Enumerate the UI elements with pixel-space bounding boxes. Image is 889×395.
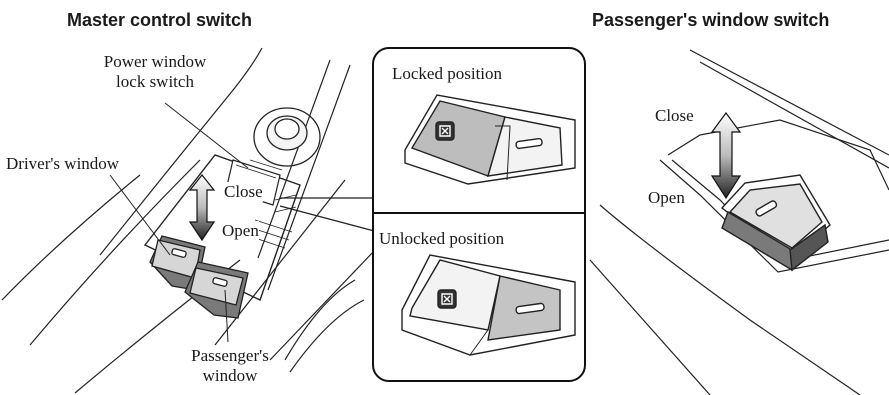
passenger-window-switch-heading: Passenger's window switch — [592, 10, 830, 30]
drivers-window-label: Driver's window — [6, 154, 120, 173]
mirror-knob — [253, 107, 321, 167]
open-label-passenger: Open — [648, 188, 685, 207]
power-window-lock-switch-label: Power window lock switch — [70, 52, 240, 92]
up-down-arrow-icon-passenger — [710, 111, 742, 200]
up-down-arrow-icon — [188, 174, 216, 242]
passengers-window-label-line1: Passenger's — [191, 346, 269, 365]
window-lock-icon — [439, 125, 451, 137]
passengers-window-switch — [184, 261, 249, 319]
close-label-passenger: Close — [655, 106, 694, 125]
leader-lines-left — [109, 102, 249, 343]
power-lock-label-line2: lock switch — [116, 72, 194, 91]
passengers-window-label: Passenger's window — [160, 346, 300, 386]
unlocked-switch-illustration — [401, 254, 576, 356]
master-control-panel — [1, 47, 376, 394]
callout-wedge — [274, 194, 379, 233]
locked-switch-illustration — [404, 94, 576, 185]
close-label-master: Close — [224, 182, 263, 202]
open-label-master: Open — [222, 221, 259, 241]
power-lock-label-line1: Power window — [103, 52, 207, 71]
passenger-door-panel — [589, 49, 889, 395]
master-control-switch-heading: Master control switch — [67, 10, 253, 30]
passengers-window-label-line2: window — [202, 366, 258, 385]
locked-position-label: Locked position — [392, 64, 503, 83]
window-lock-icon-unlocked — [441, 293, 453, 305]
passenger-side-switch — [720, 174, 831, 272]
unlocked-position-label: Unlocked position — [379, 229, 505, 248]
